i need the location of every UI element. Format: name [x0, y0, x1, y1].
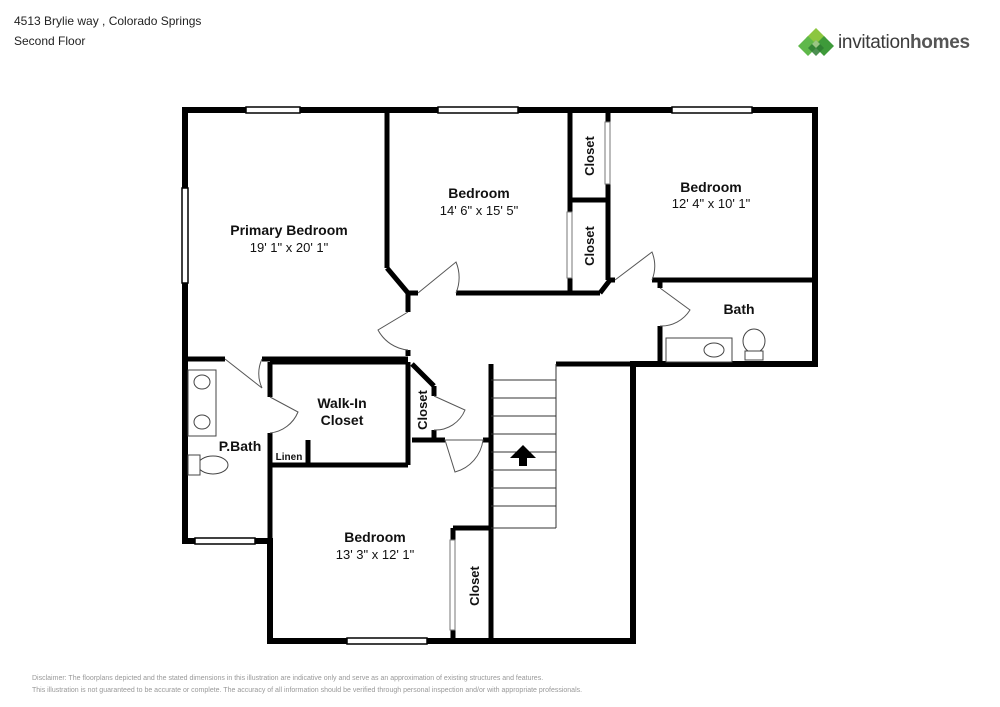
fixtures — [187, 328, 766, 476]
bath-toilet-icon — [742, 328, 766, 354]
primary-bedroom-dims: 19' 1" x 20' 1" — [250, 240, 329, 255]
logo-mark-icon — [798, 28, 834, 56]
closet-label-hall: Closet — [415, 389, 430, 429]
bedroom-2-dims: 14' 6" x 15' 5" — [440, 203, 519, 218]
closet-label-upper: Closet — [582, 135, 597, 175]
p-bath-sink-icon — [193, 374, 211, 390]
linen-label: Linen — [276, 452, 303, 463]
disclaimer-line-1: Disclaimer: The floorplans depicted and … — [32, 675, 544, 682]
room-labels: Primary Bedroom 19' 1" x 20' 1" Bedroom … — [219, 135, 755, 605]
closet-label-bedroom-4: Closet — [467, 565, 482, 605]
brand-name: invitationhomes — [838, 32, 970, 54]
walk-in-closet-label-line1: Walk-In — [317, 395, 366, 411]
windows — [181, 106, 753, 645]
p-bath-sink-icon — [193, 414, 211, 430]
invitation-homes-logo: invitationhomes — [798, 26, 978, 62]
bedroom-4-dims: 13' 3" x 12' 1" — [336, 547, 415, 562]
bedroom-2-label: Bedroom — [448, 185, 509, 201]
brand-name-bold: homes — [910, 32, 970, 53]
bedroom-4-label: Bedroom — [344, 529, 405, 545]
primary-bedroom-label: Primary Bedroom — [230, 222, 347, 238]
bedroom-3-dims: 12' 4" x 10' 1" — [672, 196, 751, 211]
brand-name-regular: invitation — [838, 32, 910, 53]
bath-label: Bath — [723, 301, 754, 317]
bath-sink-icon — [703, 342, 725, 358]
stairs — [491, 364, 557, 529]
walk-in-closet-label-line2: Closet — [321, 412, 364, 428]
disclaimer-line-2: This illustration is not guaranteed to b… — [32, 687, 583, 694]
p-bath-toilet-icon — [197, 455, 229, 475]
floor-name: Second Floor — [14, 34, 86, 48]
p-bath-label: P.Bath — [219, 438, 262, 454]
closet-sliding-doors — [449, 121, 611, 631]
closet-label-lower: Closet — [582, 225, 597, 265]
bedroom-3-label: Bedroom — [680, 179, 741, 195]
property-address: 4513 Brylie way , Colorado Springs — [14, 14, 202, 28]
doors — [224, 251, 691, 473]
stair-up-arrow-icon — [510, 445, 536, 466]
